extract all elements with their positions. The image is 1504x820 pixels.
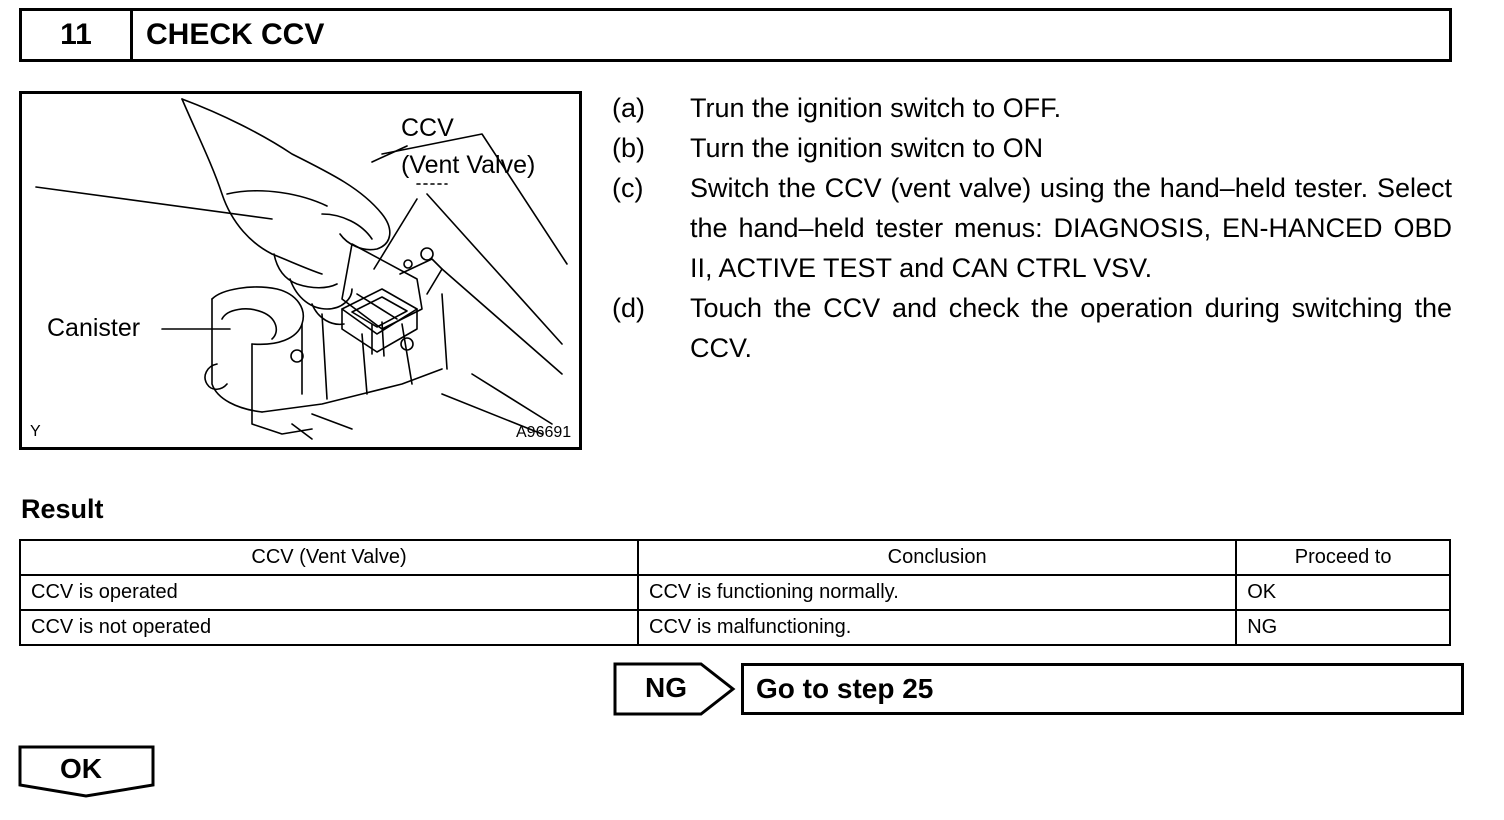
- step-header: 11 CHECK CCV: [19, 8, 1452, 62]
- table-cell: OK: [1235, 574, 1451, 611]
- instruction-list: (a) Trun the ignition switch to OFF. (b)…: [612, 88, 1452, 368]
- instruction-item: (c) Switch the CCV (vent valve) using th…: [612, 168, 1452, 288]
- ok-label: OK: [60, 753, 102, 784]
- table-cell: CCV is malfunctioning.: [637, 609, 1238, 646]
- column-header: Proceed to: [1235, 539, 1451, 576]
- table-row: CCV is operated CCV is functioning norma…: [18, 574, 1451, 611]
- table-header-row: CCV (Vent Valve) Conclusion Proceed to: [18, 539, 1451, 576]
- figure-code: A96691: [516, 424, 572, 441]
- ok-arrow-icon: [18, 745, 155, 798]
- table-cell: CCV is operated: [18, 574, 640, 611]
- result-table: CCV (Vent Valve) Conclusion Proceed to C…: [18, 539, 1451, 646]
- instruction-text: Trun the ignition switch to OFF.: [690, 93, 1062, 123]
- step-title: CHECK CCV: [146, 18, 325, 51]
- instruction-marker: (b): [612, 133, 645, 163]
- instruction-item: (d) Touch the CCV and check the operatio…: [612, 288, 1452, 368]
- instruction-text: Touch the CCV and check the operation du…: [690, 293, 1452, 363]
- canister-label: Canister: [47, 314, 141, 342]
- table-cell: CCV is functioning normally.: [637, 574, 1238, 611]
- ng-label: NG: [645, 672, 687, 703]
- step-number: 11: [22, 11, 133, 59]
- column-header: CCV (Vent Valve): [18, 539, 640, 576]
- ccv-illustration: CCV (Vent Valve) Canister Y A96691: [19, 91, 582, 450]
- instruction-marker: (c): [612, 173, 644, 203]
- goto-step-link[interactable]: Go to step 25: [741, 663, 1464, 715]
- column-header: Conclusion: [637, 539, 1238, 576]
- instruction-marker: (d): [612, 293, 645, 323]
- instruction-text: Switch the CCV (vent valve) using the ha…: [690, 173, 1452, 283]
- table-row: CCV is not operated CCV is malfunctionin…: [18, 609, 1451, 646]
- table-cell: CCV is not operated: [18, 609, 640, 646]
- instruction-marker: (a): [612, 93, 645, 123]
- ng-arrow-icon: [613, 662, 736, 716]
- figure-corner-mark: Y: [30, 423, 41, 440]
- table-cell: NG: [1235, 609, 1451, 646]
- instruction-text: Turn the ignition switcn to ON: [690, 133, 1044, 163]
- vent-valve-label: (Vent Valve): [401, 151, 536, 179]
- instruction-item: (a) Trun the ignition switch to OFF.: [612, 88, 1452, 128]
- instruction-item: (b) Turn the ignition switcn to ON: [612, 128, 1452, 168]
- result-heading: Result: [21, 494, 104, 524]
- ccv-label: CCV: [401, 114, 454, 142]
- canister-drawing: [35, 98, 568, 440]
